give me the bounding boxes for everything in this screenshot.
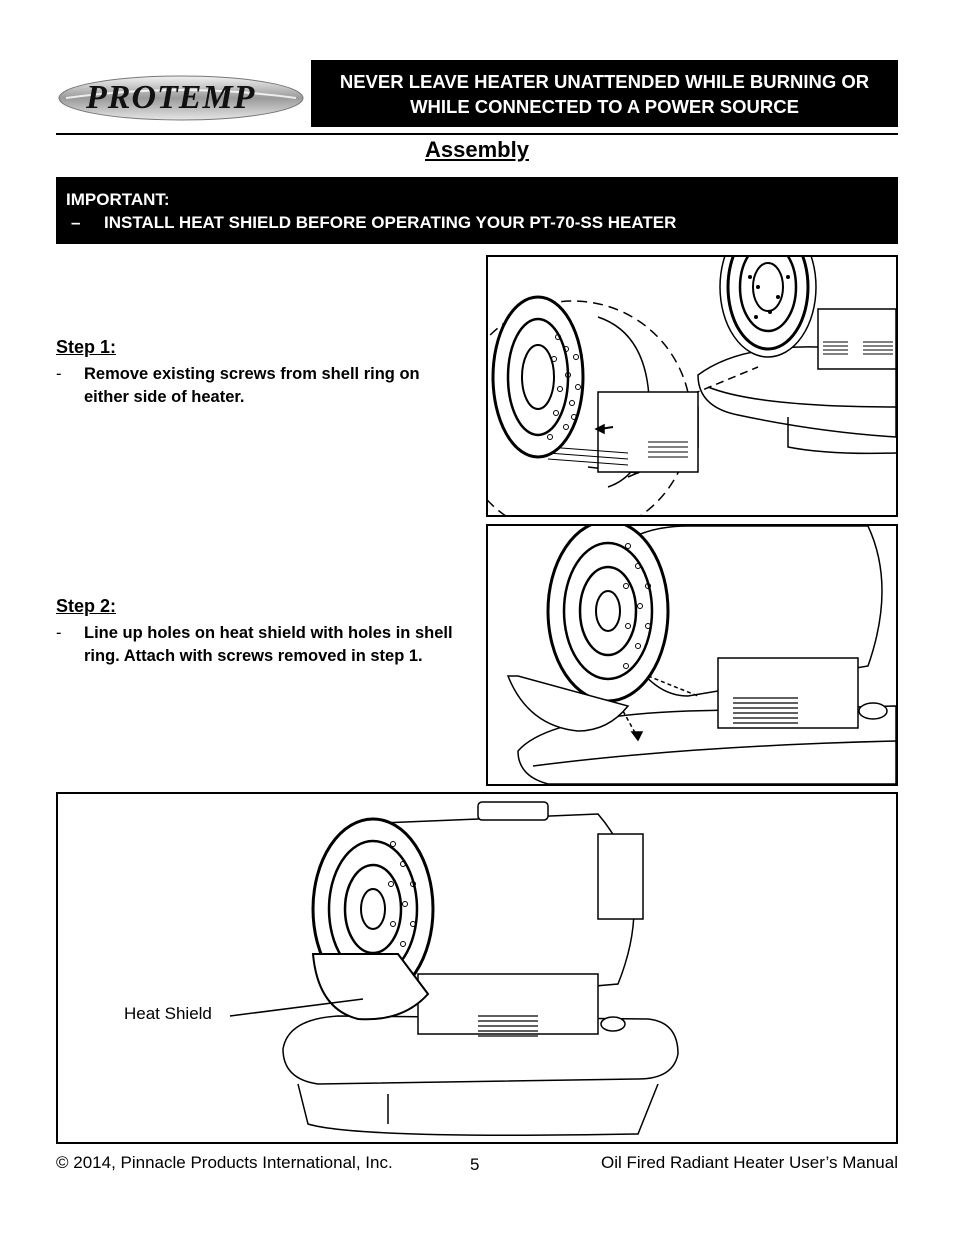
section-title: Assembly <box>425 137 529 162</box>
heat-shield-label: Heat Shield <box>124 1004 212 1023</box>
page-number: 5 <box>470 1155 480 1174</box>
warning-line-1: NEVER LEAVE HEATER UNATTENDED WHILE BURN… <box>339 70 870 92</box>
step-1-title: Step 1: <box>56 337 117 357</box>
step-1-text: Remove existing screws from shell ring o… <box>84 365 420 406</box>
step-1-bullet: - <box>56 365 62 383</box>
warning-banner: NEVER LEAVE HEATER UNATTENDED WHILE BURN… <box>311 60 898 127</box>
step-2-figure <box>486 524 898 786</box>
step-2-title: Step 2: <box>56 596 117 616</box>
warning-line-2: WHILE CONNECTED TO A POWER SOURCE <box>410 95 799 117</box>
important-notice: IMPORTANT: – INSTALL HEAT SHIELD BEFORE … <box>56 177 898 244</box>
header-divider <box>56 133 898 135</box>
footer-copyright: © 2014, Pinnacle Products International,… <box>56 1153 393 1172</box>
step-2-instruction: - Line up holes on heat shield with hole… <box>56 622 464 668</box>
brand-logo: PROTEMP <box>56 64 306 124</box>
step-1-figure <box>486 255 898 517</box>
logo-wordmark: PROTEMP <box>86 79 256 116</box>
step-2-text: Line up holes on heat shield with holes … <box>84 624 453 665</box>
important-item-text: INSTALL HEAT SHIELD BEFORE OPERATING YOU… <box>104 213 677 232</box>
step-1-instruction: - Remove existing screws from shell ring… <box>56 363 464 409</box>
step-2: Step 2: - Line up holes on heat shield w… <box>56 596 464 668</box>
assembled-heater-figure <box>56 792 898 1144</box>
step-2-bullet: - <box>56 624 62 642</box>
footer-manual-title: Oil Fired Radiant Heater User’s Manual <box>601 1153 898 1172</box>
important-heading: IMPORTANT: <box>66 190 170 209</box>
important-item-dash: – <box>71 213 81 232</box>
important-item: – INSTALL HEAT SHIELD BEFORE OPERATING Y… <box>66 211 898 234</box>
step-1: Step 1: - Remove existing screws from sh… <box>56 337 464 409</box>
